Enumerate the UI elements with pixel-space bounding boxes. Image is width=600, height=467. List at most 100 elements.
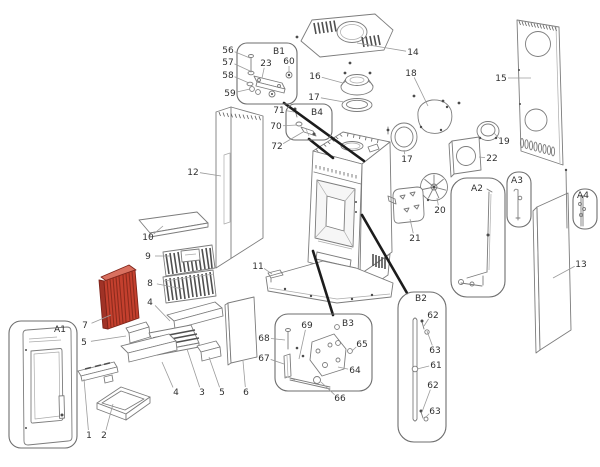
art-shape	[460, 282, 483, 287]
art-shape	[315, 348, 321, 354]
leader-line-21	[409, 218, 414, 234]
art-shape	[578, 202, 582, 206]
art-shape	[420, 411, 424, 419]
thick-leader-4	[360, 213, 409, 295]
part-B1-latch-hardware	[246, 54, 293, 98]
part-19-collar	[476, 121, 500, 141]
art-shape	[421, 174, 447, 199]
art-shape	[456, 146, 476, 166]
leader-line-17	[403, 149, 406, 155]
callout-box-label-B3: B3	[342, 319, 354, 329]
art-shape	[458, 279, 464, 285]
leader-line-5	[90, 335, 127, 342]
screw-dot	[368, 71, 372, 75]
leader-line-22	[478, 156, 486, 159]
part-label-61: 61	[430, 361, 441, 371]
art-shape	[345, 74, 369, 86]
part-label-18: 18	[405, 69, 417, 79]
art-shape	[451, 140, 455, 175]
art-shape	[411, 365, 419, 373]
part-A2-shaker-rod	[458, 188, 493, 287]
leader-line-69	[298, 329, 306, 360]
art-shape	[25, 349, 27, 351]
part-label-13: 13	[575, 260, 586, 270]
art-shape	[533, 141, 538, 152]
callout-box-B2	[397, 291, 447, 443]
part-label-3: 3	[199, 388, 205, 398]
art-shape	[163, 273, 215, 282]
part-A3-latch-pin	[513, 188, 523, 221]
art-shape	[370, 293, 374, 297]
art-shape	[525, 31, 551, 57]
art-shape	[423, 416, 429, 422]
leader-line-64	[337, 366, 349, 370]
art-shape	[519, 103, 521, 105]
art-shape	[347, 133, 379, 143]
art-shape	[355, 201, 357, 203]
art-shape	[327, 342, 333, 348]
art-shape	[550, 146, 556, 157]
art-shape	[537, 142, 543, 153]
leader-line-59	[236, 88, 251, 93]
part-18-cover-plate	[417, 99, 453, 134]
part-label-66: 66	[334, 394, 346, 404]
part-label-20: 20	[434, 206, 446, 216]
label-leader-lines	[83, 42, 575, 431]
art-shape	[295, 346, 299, 350]
art-shape	[355, 211, 357, 213]
art-shape	[579, 195, 585, 227]
art-shape	[101, 390, 145, 411]
part-label-21: 21	[409, 234, 420, 244]
leader-line-65	[351, 346, 357, 352]
part-label-11: 11	[252, 262, 263, 272]
part-label-67: 67	[258, 354, 269, 364]
leader-line-10	[153, 225, 164, 235]
screw-dot	[412, 94, 416, 98]
part-label-6: 6	[243, 388, 249, 398]
leader-line-8	[156, 283, 184, 290]
part-label-56: 56	[222, 46, 234, 56]
part-label-63: 63	[429, 346, 440, 356]
part-label-7: 7	[82, 321, 88, 331]
art-shape	[361, 34, 381, 48]
callout-box-label-B4: B4	[311, 108, 323, 118]
leader-line-23	[261, 67, 265, 79]
art-shape	[309, 294, 313, 298]
leader-line-14	[356, 42, 407, 52]
art-shape	[367, 143, 380, 153]
leader-line-70	[282, 124, 298, 127]
art-shape	[184, 253, 197, 256]
art-shape	[546, 145, 552, 156]
leader-line-62	[421, 389, 431, 413]
screw-dot	[348, 61, 352, 65]
part-B3-hardware	[283, 324, 353, 390]
art-shape	[579, 213, 583, 217]
art-shape	[173, 307, 224, 330]
art-shape	[128, 326, 151, 344]
art-shape	[125, 396, 151, 421]
screw-dot	[295, 35, 299, 39]
exploded-art	[22, 13, 586, 446]
leader-line-68	[270, 338, 286, 341]
art-shape	[445, 105, 449, 109]
art-shape	[58, 395, 66, 419]
art-shape	[246, 81, 254, 87]
part-label-58: 58	[222, 71, 234, 81]
screw-dot	[386, 128, 390, 132]
leader-line-66	[320, 381, 335, 396]
part-A1-door	[22, 326, 73, 446]
screw-dot	[343, 71, 347, 75]
art-shape	[480, 123, 496, 137]
part-label-57: 57	[222, 58, 233, 68]
art-shape	[335, 340, 341, 346]
art-shape	[387, 195, 397, 205]
part-label-62: 62	[427, 381, 438, 391]
art-shape	[180, 248, 201, 263]
leader-line-13	[552, 265, 575, 279]
art-shape	[271, 93, 273, 95]
leader-line-20	[436, 197, 439, 206]
art-shape	[249, 86, 255, 92]
part-label-64: 64	[349, 366, 361, 376]
